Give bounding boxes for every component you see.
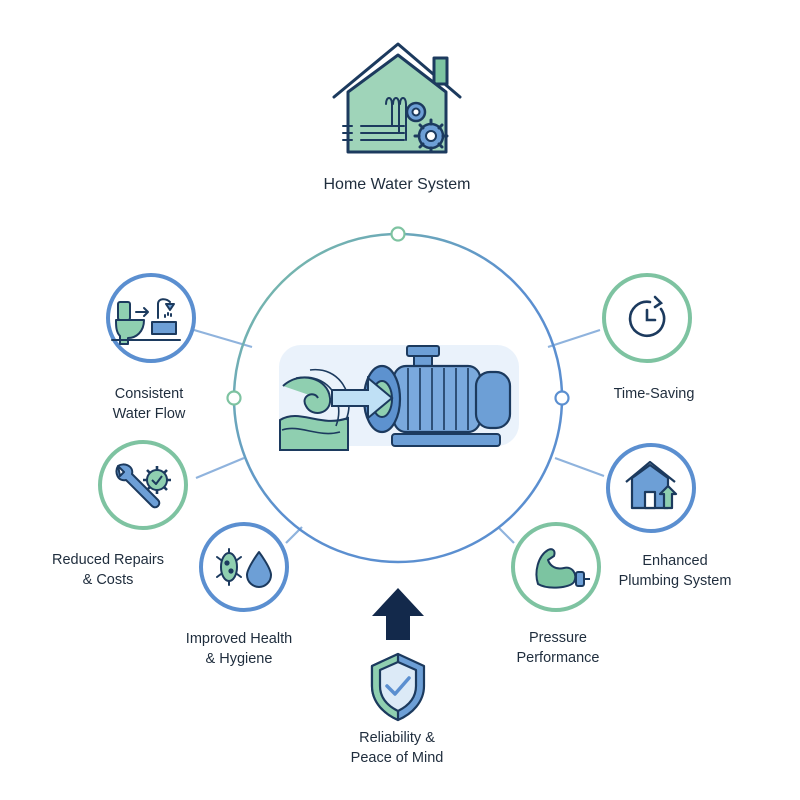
benefit-enhanced-plumbing-circle — [606, 443, 696, 533]
label-consistent-flow: Consistent Water Flow — [113, 384, 186, 424]
flexed-arm-icon — [535, 548, 590, 589]
label-pressure-performance: Pressure Performance — [516, 628, 599, 668]
label-improved-health: Improved Health & Hygiene — [186, 629, 292, 669]
pressure-performance-line2: Performance — [516, 650, 600, 666]
connector-enhanced-plumbing — [554, 456, 605, 478]
reliability-line1: Reliability & — [359, 730, 435, 746]
benefit-reduced-repairs-circle — [98, 440, 188, 530]
benefit-consistent-flow-circle — [106, 273, 196, 363]
time-saving-line1: Time-Saving — [613, 386, 695, 402]
benefit-time-saving-circle — [602, 273, 692, 363]
clock-icon — [628, 295, 666, 338]
toilet-shower-icon — [111, 298, 181, 345]
main-ring — [226, 226, 570, 564]
enhanced-plumbing-line1: Enhanced — [642, 553, 708, 569]
improved-health-line1: Improved Health — [185, 631, 293, 647]
benefit-pressure-performance-circle — [511, 522, 601, 612]
improved-health-line2: & Hygiene — [205, 651, 273, 667]
hub-title-text: Home Water System — [323, 176, 471, 193]
reliability-line2: Peace of Mind — [350, 750, 444, 766]
hub-title: Home Water System — [324, 175, 471, 195]
connector-pressure-performance — [497, 526, 515, 544]
label-enhanced-plumbing: Enhanced Plumbing System — [619, 551, 732, 591]
water-pump-icon — [279, 345, 519, 451]
benefit-improved-health-circle — [199, 522, 289, 612]
label-reliability: Reliability & Peace of Mind — [351, 728, 444, 768]
consistent-flow-line1: Consistent — [114, 386, 184, 402]
house-upgrade-icon — [625, 460, 678, 510]
label-time-saving: Time-Saving — [614, 384, 695, 404]
pressure-performance-line1: Pressure — [528, 630, 588, 646]
enhanced-plumbing-line2: Plumbing System — [618, 573, 732, 589]
shield-check-icon — [370, 652, 426, 722]
reduced-repairs-line2: & Costs — [82, 572, 134, 588]
label-reduced-repairs: Reduced Repairs & Costs — [52, 550, 164, 590]
connector-time-saving — [547, 328, 601, 349]
wrench-gear-icon — [115, 463, 171, 509]
house-gear-icon — [332, 42, 462, 154]
up-arrow-icon — [372, 588, 424, 640]
ring-node-left — [226, 390, 242, 406]
reduced-repairs-line1: Reduced Repairs — [51, 552, 165, 568]
germ-droplet-icon — [216, 548, 272, 588]
connector-reduced-repairs — [195, 456, 245, 480]
consistent-flow-line2: Water Flow — [112, 406, 186, 422]
ring-node-right — [554, 390, 570, 406]
ring-node-top — [390, 226, 406, 242]
